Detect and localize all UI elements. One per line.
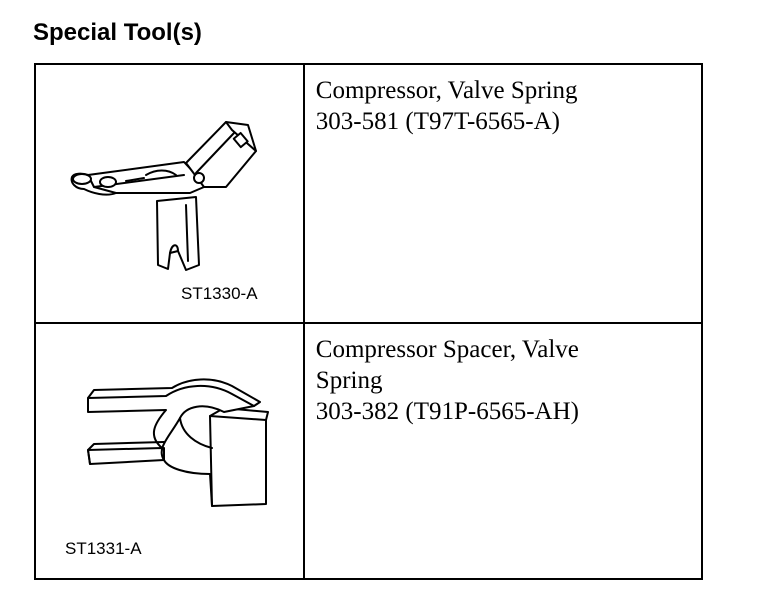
tool-description-cell: Compressor Spacer, Valve Spring 303-382 … xyxy=(302,322,704,580)
section-heading: Special Tool(s) xyxy=(33,19,202,46)
tool-name-line: Spring xyxy=(315,367,383,394)
special-tools-table: ST1330-A Compressor, Valve Spring 303-58… xyxy=(34,63,704,580)
tool-description: Compressor, Valve Spring 303-581 (T97T-6… xyxy=(316,75,696,137)
illustration-code: ST1330-A xyxy=(181,284,258,303)
compressor-spacer-illustration xyxy=(87,378,269,507)
tool-row: ST1331-A Compressor Spacer, Valve Spring… xyxy=(34,322,704,580)
tool-description-cell: Compressor, Valve Spring 303-581 (T97T-6… xyxy=(302,63,704,324)
tool-illustration-cell: ST1330-A xyxy=(34,63,305,324)
tool-number-line: 303-581 (T97T-6565-A) xyxy=(315,108,560,135)
valve-spring-compressor-illustration xyxy=(70,121,257,271)
tool-name-line: Compressor Spacer, Valve xyxy=(315,336,579,363)
illustration-code: ST1331-A xyxy=(65,539,142,558)
tool-number-line: 303-382 (T91P-6565-AH) xyxy=(315,398,579,425)
tool-row: ST1330-A Compressor, Valve Spring 303-58… xyxy=(34,63,704,324)
tool-name-line: Compressor, Valve Spring xyxy=(315,77,578,104)
tool-illustration-cell: ST1331-A xyxy=(34,322,305,580)
tool-description: Compressor Spacer, Valve Spring 303-382 … xyxy=(316,334,696,427)
